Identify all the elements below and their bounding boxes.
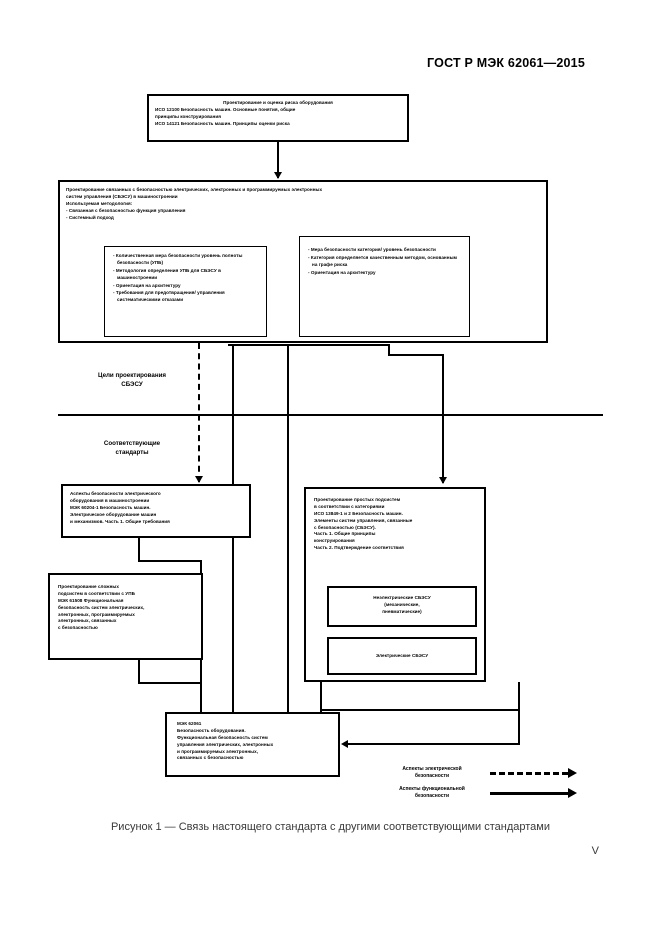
box-iec-60204-line-5: и механизмов. Часть 1. Общие требования [70, 518, 170, 524]
box-iec-62061-line-3: Функциональная безопасность систем [177, 734, 268, 740]
box-iec-61508-line-7: с безопасностью [58, 625, 98, 631]
figure-caption: Рисунок 1 — Связь настоящего стандарта с… [110, 821, 551, 833]
box-iec-60204-line-1: Аспекты безопасности электрического [70, 491, 161, 496]
legend-solid-arrow-icon [490, 788, 582, 799]
box-iec-62061: МЭК 62061 Безопасность оборудования. Фун… [165, 712, 340, 777]
box-quantitative-item-1: - Количественная мера безопасности урове… [113, 253, 243, 265]
connector-iec61508-drop [138, 660, 140, 684]
box-scsu-design-line-1: Проектирование связанных с безопасностью… [66, 187, 323, 192]
box-qualitative-item-2: - Категория определяется качественным ме… [308, 254, 458, 267]
connector-risk-to-scsu [277, 142, 279, 178]
box-iec-60204: Аспекты безопасности электрического обор… [61, 484, 251, 538]
connector-trunk-mid [287, 344, 289, 725]
box-risk-assessment-line-1: ИСО 12100 Безопасность машин. Основные п… [155, 106, 296, 112]
box-iec-61508: Проектирование сложных подсистем в соотв… [48, 573, 203, 660]
divider-goals-standards [58, 414, 603, 416]
connector-iso13849-right-jog [348, 743, 520, 745]
box-non-electrical-line-1: Неэлектрические СБЭСУ [373, 595, 431, 600]
box-non-electrical-line-2: (механические, [384, 601, 420, 607]
box-qualitative-item-1: - Мера безопасности категория/ уровень б… [308, 247, 436, 252]
box-qualitative-category: - Мера безопасности категория/ уровень б… [299, 236, 470, 337]
box-quantitative-item-2: - Методология определения УПБ для СБЭСУ … [113, 267, 221, 280]
arrowhead-dashed-to-iec60204 [195, 476, 203, 483]
box-iec-61508-line-2: подсистем в соответствии с УПБ [58, 590, 135, 596]
box-iso-13849-line-2: в соответствии с категориями [314, 503, 385, 509]
box-iec-62061-line-6: связанных с безопасностью [177, 755, 244, 761]
box-iec-61508-line-3: МЭК 61508 Функциональная [58, 597, 124, 603]
box-iec-62061-line-4: управления электрических, электронных [177, 741, 274, 747]
connector-trunk-join [228, 344, 291, 346]
box-iec-61508-line-6: электронных, связанных [58, 618, 117, 624]
connector-branch-to-iso13849-drop1 [388, 344, 390, 356]
band-label-design-goals: Цели проектирования СБЭСУ [97, 372, 167, 388]
page-header-standard-ref: ГОСТ Р МЭК 62061—2015 [427, 56, 585, 70]
connector-electrical-jog [320, 709, 520, 711]
connector-branch-to-iso13849-drop2 [442, 354, 444, 483]
box-iec-60204-line-2: оборудования в машиностроении [70, 497, 150, 503]
connector-iso13849-bottom-drop [320, 682, 322, 725]
arrowhead-risk-to-scsu [274, 172, 282, 179]
box-iso-13849-line-8: Часть 2. Подтверждение соответствия [314, 545, 404, 551]
connector-dashed-to-iec60204 [198, 343, 200, 482]
connector-branch-to-iso13849-top [287, 344, 390, 346]
connector-iec60204-jog [138, 560, 202, 562]
connector-branch-to-iso13849-jog [388, 354, 444, 356]
legend-row-electrical-safety: Аспекты электрической безопасности [380, 766, 582, 781]
box-risk-assessment: Проектирование и оценка риска оборудован… [147, 94, 409, 142]
box-iec-61508-line-1: Проектирование сложных [58, 584, 119, 589]
box-qualitative-item-3: - Ориентация на архитектуру [308, 269, 376, 275]
box-iec-62061-line-2: Безопасность оборудования. [177, 727, 246, 733]
box-quantitative-item-4: - Требования для предотвращения/ управле… [113, 290, 225, 303]
arrowhead-branch-to-iso13849 [439, 477, 447, 484]
box-iec-61508-line-5: электронных, программируемых [58, 611, 135, 617]
box-iso-13849-line-3: ИСО 13849-1 и 2 Безопасность машин. [314, 510, 403, 516]
page-folio: V [591, 845, 599, 857]
legend-dashed-arrow-icon [490, 768, 582, 779]
box-non-electrical-line-3: пневматические) [382, 608, 422, 614]
box-iec-62061-line-5: и программируемых электронных, [177, 748, 259, 754]
box-scsu-design-line-2: систем управления (СБЭСУ) в машиностроен… [66, 193, 178, 199]
box-iec-61508-line-4: безопасность систем электрических, [58, 604, 145, 610]
box-scsu-design-line-4: - Связанная с безопасностью функция упра… [66, 207, 186, 213]
box-non-electrical-scsu: Неэлектрические СБЭСУ (механические, пне… [327, 586, 477, 627]
box-iec-60204-line-3: МЭК 60204-1 Безопасность машин. [70, 504, 151, 510]
legend-row-functional-safety: Аспекты функциональной безопасности [380, 786, 582, 801]
box-quantitative-item-3: - Ориентация на архитектуру [113, 282, 181, 288]
legend-label-functional-safety: Аспекты функциональной безопасности [399, 786, 465, 800]
box-scsu-design-line-3: Используемая методология: [66, 200, 133, 206]
box-risk-assessment-line-3: ИСО 14121 Безопасность машин. Принципы о… [155, 120, 290, 126]
box-scsu-design-line-5: - Системный подход [66, 214, 114, 220]
box-electrical-line-1: Электрические СБЭСУ [375, 653, 429, 658]
box-iso-13849-line-4: Элементы систем управления, связанные [314, 517, 413, 523]
arrowhead-iso13849-to-62061 [341, 740, 348, 748]
box-iso-13849-line-7: конструирования [314, 538, 355, 544]
band-label-relevant-standards: Соответствующие стандарты [103, 440, 161, 456]
box-iso-13849-line-6: Часть 1. Общие принципы [314, 531, 376, 537]
box-iso-13849-line-1: Проектирование простых подсистем [314, 497, 401, 502]
connector-iec61508-jog [138, 682, 202, 684]
box-risk-assessment-title: Проектирование и оценка риска оборудован… [223, 100, 333, 105]
box-iso-13849-line-5: с безопасностью (СБЭСУ). [314, 524, 376, 530]
box-risk-assessment-line-2: принципы конструирования [155, 113, 221, 119]
legend-label-electrical-safety: Аспекты электрической безопасности [402, 766, 462, 780]
connector-iec60204-drop [138, 538, 140, 562]
box-iec-60204-line-4: Электрическое оборудование машин [70, 511, 157, 517]
box-electrical-scsu: Электрические СБЭСУ [327, 637, 477, 675]
box-iec-62061-line-1: МЭК 62061 [177, 721, 202, 726]
box-quantitative-sil: - Количественная мера безопасности урове… [104, 246, 267, 337]
connector-iso13849-right-drop [518, 682, 520, 745]
